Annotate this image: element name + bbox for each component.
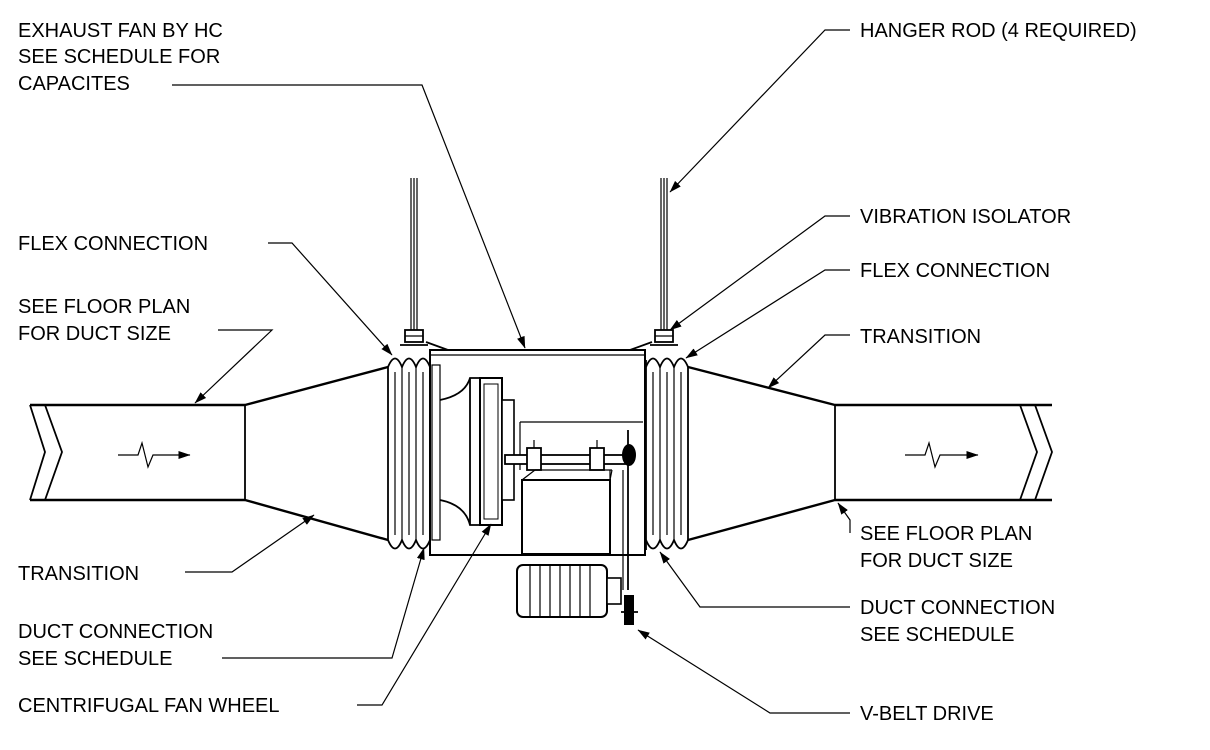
label-transition-right: TRANSITION (860, 326, 981, 348)
right-hanger-rod (629, 178, 678, 351)
label-duct-connection-left-line1: DUCT CONNECTION (18, 621, 213, 643)
right-duct (834, 403, 1053, 502)
leader-lines (172, 29, 851, 714)
label-see-floor-plan-left-line2: FOR DUCT SIZE (18, 323, 171, 345)
right-flex-connection (645, 357, 689, 550)
label-see-floor-plan-right-line1: SEE FLOOR PLAN (860, 523, 1032, 545)
v-belt-drive (621, 430, 638, 625)
motor (516, 564, 622, 618)
label-flex-connection-left: FLEX CONNECTION (18, 233, 208, 255)
label-see-floor-plan-right-line2: FOR DUCT SIZE (860, 550, 1013, 572)
left-airflow-arrow-icon (118, 440, 191, 469)
label-exhaust-fan-line2: SEE SCHEDULE FOR (18, 46, 220, 68)
label-exhaust-fan-line1: EXHAUST FAN BY HC (18, 20, 223, 42)
label-centrifugal-fan-wheel: CENTRIFUGAL FAN WHEEL (18, 695, 280, 717)
label-transition-left: TRANSITION (18, 563, 139, 585)
left-hanger-rod (400, 178, 449, 351)
label-v-belt-drive: V-BELT DRIVE (860, 703, 994, 725)
label-flex-connection-right: FLEX CONNECTION (860, 260, 1050, 282)
fan-inlet-cone (439, 377, 480, 526)
left-duct (29, 403, 246, 502)
label-hanger-rod: HANGER ROD (4 REQUIRED) (860, 20, 1137, 42)
left-flex-connection (387, 357, 431, 550)
motor-base (521, 469, 613, 555)
label-duct-connection-right-line1: DUCT CONNECTION (860, 597, 1055, 619)
label-exhaust-fan-line3: CAPACITES (18, 73, 130, 95)
callout-labels: EXHAUST FAN BY HC SEE SCHEDULE FOR CAPAC… (18, 20, 1137, 725)
label-see-floor-plan-left-line1: SEE FLOOR PLAN (18, 296, 190, 318)
right-airflow-arrow-icon (905, 440, 979, 469)
left-transition (244, 365, 389, 542)
label-vibration-isolator: VIBRATION ISOLATOR (860, 206, 1071, 228)
fan-shaft (504, 440, 631, 471)
label-duct-connection-left-line2: SEE SCHEDULE (18, 648, 173, 670)
right-transition (687, 365, 836, 542)
label-duct-connection-right-line2: SEE SCHEDULE (860, 624, 1015, 646)
